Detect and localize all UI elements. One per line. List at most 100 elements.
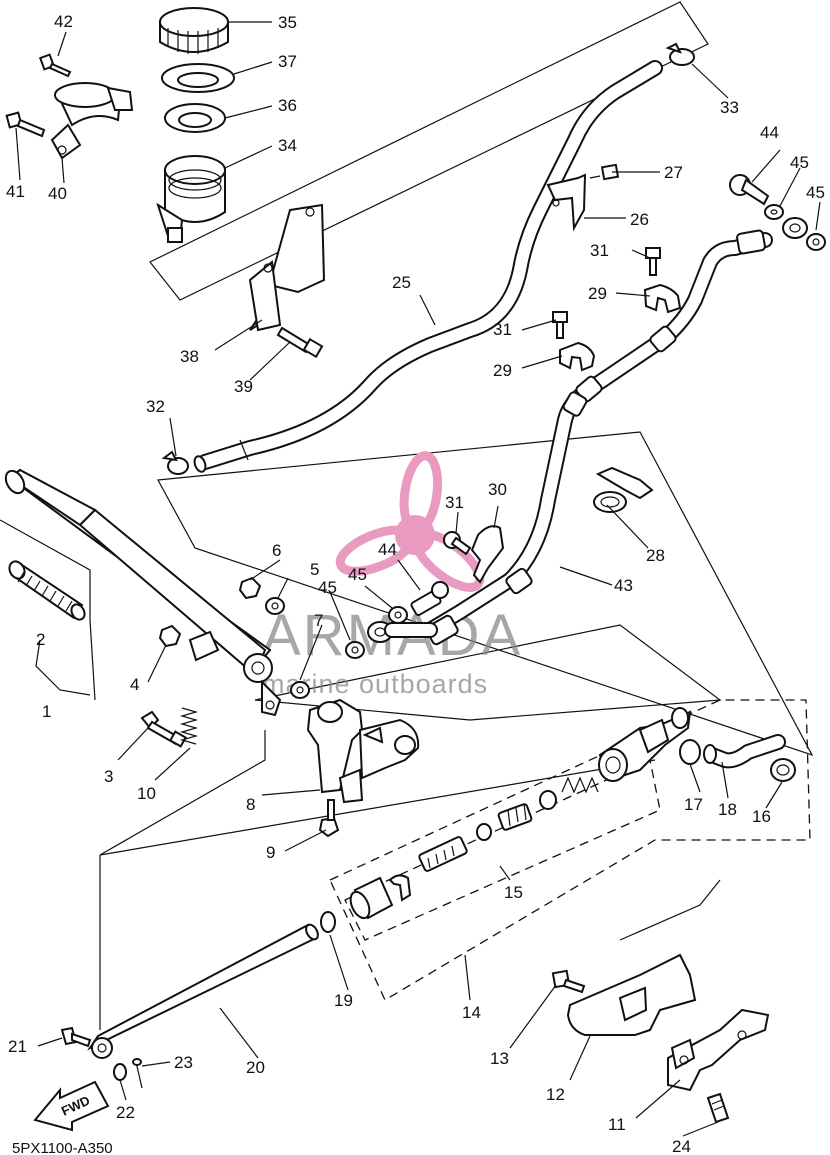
callout-15: 15: [504, 883, 523, 902]
callout-4: 4: [130, 675, 139, 694]
seal-ring: [161, 63, 235, 93]
callout-45d: 45: [318, 578, 337, 597]
callout-8: 8: [246, 795, 255, 814]
fwd-arrow: FWD: [33, 1080, 110, 1132]
callout-33: 33: [720, 98, 739, 117]
piston-set-outline: [344, 759, 661, 941]
callout-6: 6: [272, 541, 281, 560]
callout-2: 2: [36, 630, 45, 649]
washer-45-top-b: [806, 233, 826, 251]
washer-7: [290, 681, 310, 699]
callout-18: 18: [718, 800, 737, 819]
piston-rod-inner: [418, 836, 468, 872]
bolt-31-mid: [552, 311, 568, 339]
callout-7: 7: [314, 611, 323, 630]
callout-44b: 44: [378, 540, 397, 559]
nut-6: [238, 576, 262, 600]
cylinder-cap: [349, 876, 394, 920]
bolt-3: [140, 710, 188, 748]
bolt-31-upper: [645, 247, 661, 276]
callout-38: 38: [180, 347, 199, 366]
washer-45-top-a: [764, 204, 784, 220]
callout-16: 16: [752, 807, 771, 826]
bolt-27: [589, 163, 620, 181]
washer-5: [265, 597, 285, 615]
hose-clip-32: [161, 450, 189, 475]
o-ring-small: [476, 823, 492, 841]
diagram-code: 5PX1100-A350: [12, 1140, 113, 1155]
callout-32: 32: [146, 397, 165, 416]
cylinder-spring: [561, 776, 599, 794]
hose-43: [422, 217, 808, 646]
grip-outline: [0, 519, 96, 701]
bolt-39: [276, 326, 324, 359]
union-bolt-44-lower: [410, 581, 449, 616]
callout-29a: 29: [588, 284, 607, 303]
callout-30: 30: [488, 480, 507, 499]
assembly-outlines: [0, 1, 814, 1030]
callout-39: 39: [234, 377, 253, 396]
clamp-28: [593, 466, 654, 513]
callout-3: 3: [104, 767, 113, 786]
callout-10: 10: [137, 784, 156, 803]
shift-rod-20: [87, 923, 319, 1059]
callout-26: 26: [630, 210, 649, 229]
callout-21: 21: [8, 1037, 27, 1056]
bracket-26: [546, 173, 587, 232]
washer-19: [320, 911, 336, 933]
callout-43: 43: [614, 576, 633, 595]
callout-37: 37: [278, 52, 297, 71]
reservoir-group-outline: [149, 1, 709, 301]
callout-19: 19: [334, 991, 353, 1010]
clamp-30: [470, 525, 505, 584]
throttle-grip: [8, 560, 86, 621]
callout-42: 42: [54, 12, 73, 31]
callout-45c: 45: [348, 565, 367, 584]
clamp-29-upper: [643, 283, 682, 314]
callout-23: 23: [174, 1053, 193, 1072]
callout-14: 14: [462, 1003, 481, 1022]
callout-44a: 44: [760, 123, 779, 142]
diaphragm: [164, 103, 226, 133]
union-bolt-44-top: [729, 174, 770, 206]
bolt-31-lower: [443, 531, 472, 556]
callout-41: 41: [6, 182, 25, 201]
bolt-41: [5, 111, 46, 138]
reservoir-fitting: [167, 227, 183, 243]
washer-22: [113, 1063, 127, 1081]
callout-24: 24: [672, 1137, 691, 1155]
cylinder-seal: [539, 790, 557, 810]
hose-25: [193, 60, 663, 473]
pin-guide-line: [99, 759, 656, 856]
clip-16: [770, 758, 796, 782]
spring-10: [179, 707, 199, 745]
bolt-13: [551, 969, 586, 994]
leader-lines: [15, 21, 821, 1137]
bracket-guide-line: [619, 879, 721, 941]
reservoir-cap: [159, 7, 229, 54]
cylinder-body: [598, 707, 692, 782]
clamp-29-mid: [559, 341, 596, 372]
pin-21: [60, 1026, 92, 1048]
callout-13: 13: [490, 1049, 509, 1068]
tiller-handle: [4, 468, 282, 717]
nut-4: [158, 624, 182, 648]
callout-1: 1: [42, 702, 51, 721]
callout-28: 28: [646, 546, 665, 565]
tiller-bracket-8: [306, 698, 420, 804]
hose-eye-fitting: [367, 621, 438, 643]
callout-5: 5: [310, 560, 319, 579]
callout-17: 17: [684, 795, 703, 814]
reservoir-group: [5, 7, 326, 359]
bolt-24: [706, 1092, 730, 1124]
cotter-pin-23: [132, 1058, 143, 1089]
bracket-11: [667, 1008, 770, 1092]
callout-35: 35: [278, 13, 297, 32]
upper-hose-group-outline: [157, 431, 814, 757]
callout-36: 36: [278, 96, 297, 115]
washer-45-lower-b: [345, 641, 365, 659]
bolt-42: [38, 53, 72, 78]
bracket-12: [566, 953, 697, 1036]
